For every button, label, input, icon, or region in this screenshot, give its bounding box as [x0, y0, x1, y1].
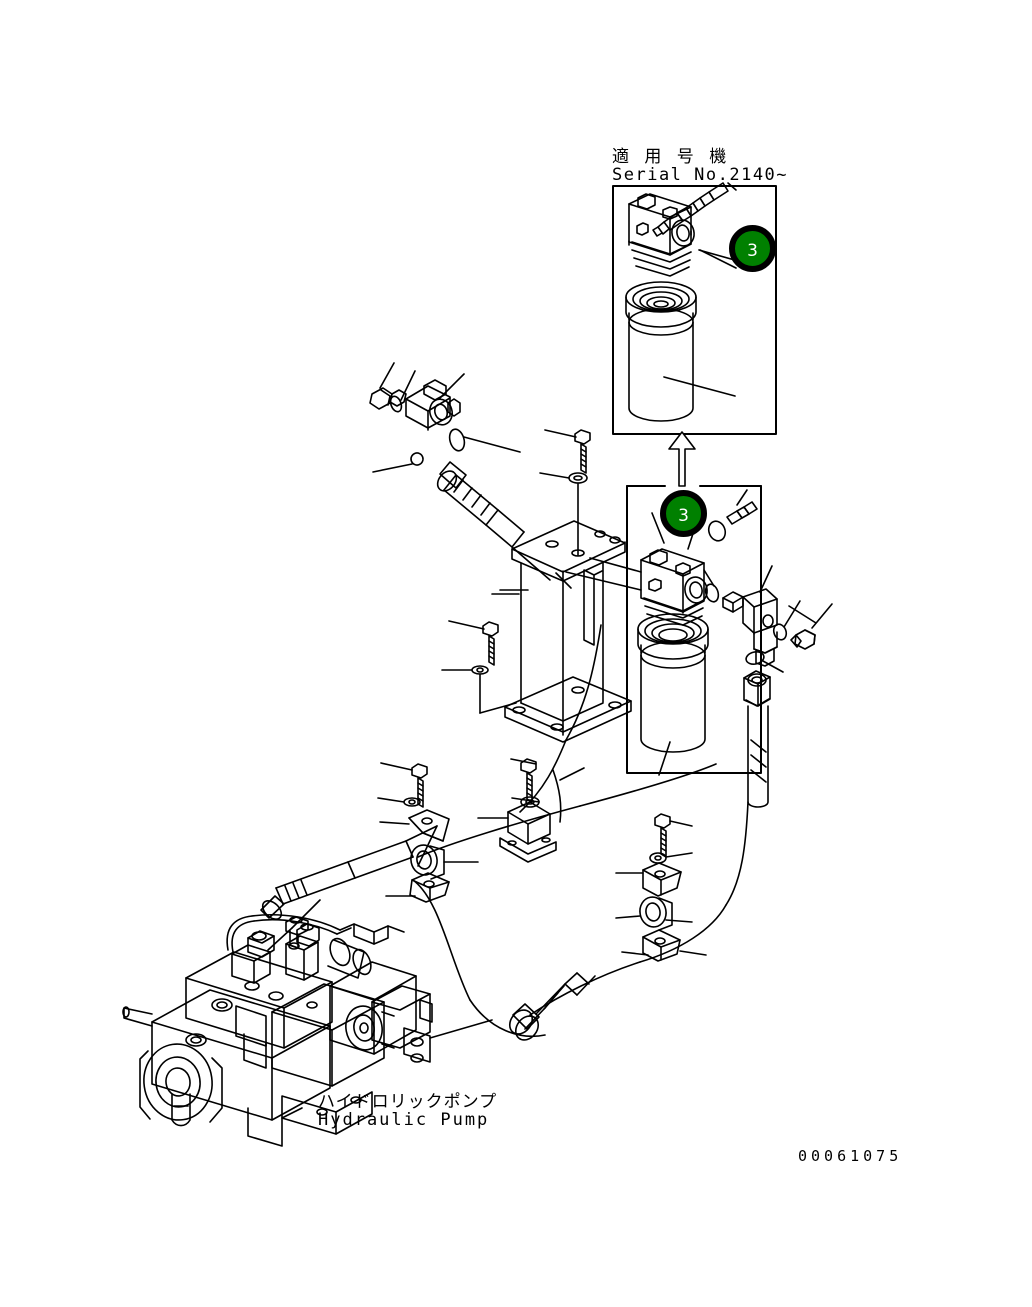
bolt-washer-bracket-top	[539, 429, 591, 556]
callout-marker-main[interactable]: 3	[660, 490, 707, 537]
drawing-number: 00061075	[798, 1147, 903, 1165]
elbow-fitting-right-group	[703, 565, 833, 667]
hose-pump-inlet	[260, 825, 438, 920]
serial-heading-en: Serial No.2140~	[612, 165, 789, 185]
filter-cartridge-main	[637, 613, 709, 776]
serial-heading-jp: 適 用 号 機	[612, 147, 732, 167]
clamp-center-group	[477, 758, 585, 863]
hose-main-route	[412, 763, 717, 1037]
hose-end-lower	[508, 972, 596, 1041]
mounting-bracket	[491, 520, 632, 813]
callout-marker-inset[interactable]: 3	[729, 225, 776, 272]
callout-number: 3	[678, 506, 689, 526]
clamp-right-group	[615, 813, 707, 962]
leader-lines	[499, 249, 737, 591]
hydraulic-pump	[122, 899, 493, 1147]
transition-arrow	[668, 431, 696, 487]
assembly-label-en: Hydraulic Pump	[318, 1110, 490, 1130]
callout-number: 3	[747, 241, 758, 261]
bolt-washer-bracket-left	[441, 620, 517, 714]
filter-cartridge-inset	[625, 281, 736, 422]
hose-upper-left	[436, 461, 551, 581]
pressure-switch-inset	[652, 182, 737, 237]
assembly-label-jp: ハイドロリックポンプ	[318, 1092, 498, 1112]
clamp-left-group	[377, 762, 479, 903]
inset-box-frame	[612, 185, 777, 435]
elbow-fitting-left-group	[369, 362, 521, 473]
